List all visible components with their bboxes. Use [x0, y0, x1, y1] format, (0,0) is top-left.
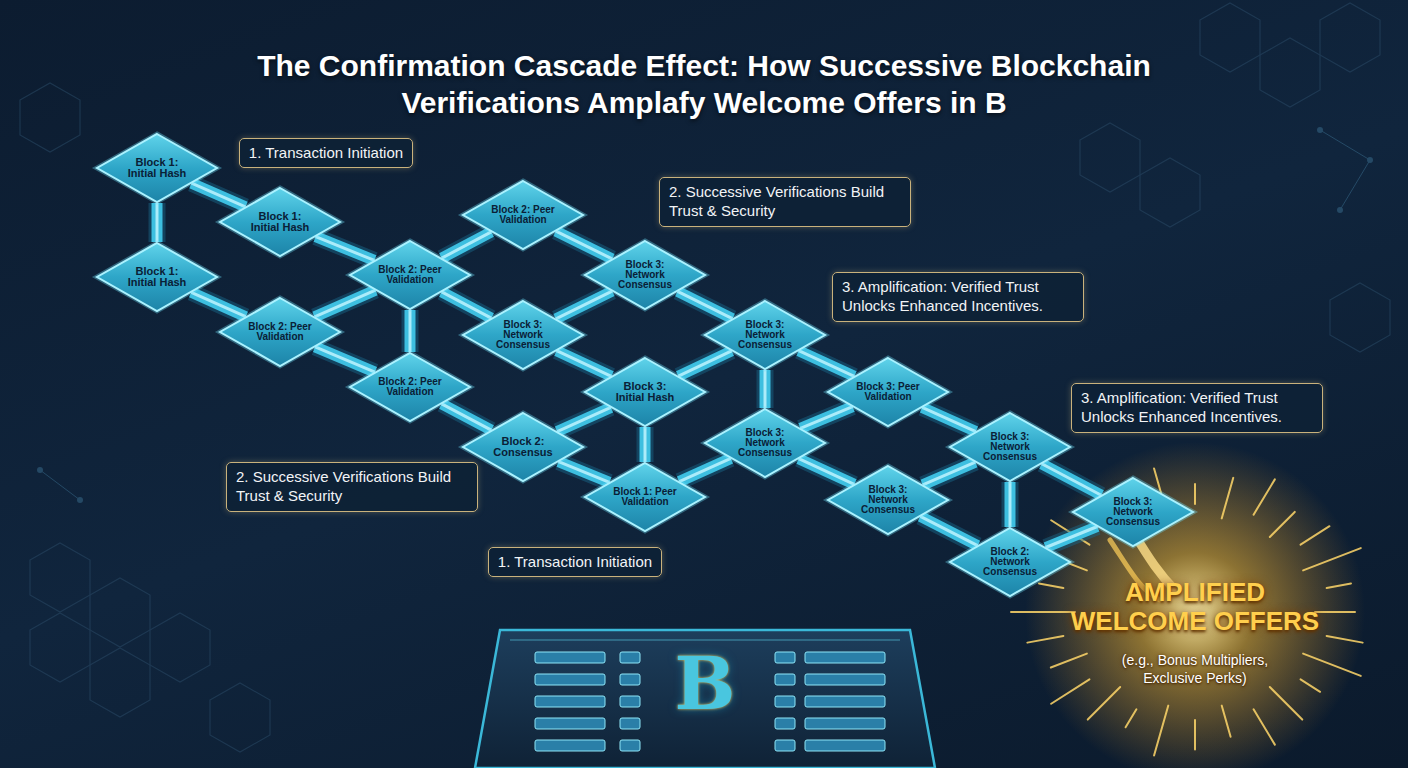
chain-tube	[679, 458, 731, 481]
chain-tube	[442, 404, 492, 430]
block-label: Block 2: Peer Validation	[490, 205, 556, 225]
chain-tube	[191, 292, 245, 316]
block-label: Block 3: Network Consensus	[732, 320, 798, 350]
chain-tube	[315, 347, 375, 372]
device-panel	[475, 630, 935, 768]
brand-letter: B	[660, 648, 750, 720]
callout-box: 1. Transaction Initiation	[488, 547, 662, 578]
diagram-title: The Confirmation Cascade Effect: How Suc…	[254, 48, 1154, 121]
block-diamond: Block 1: Peer Validation	[584, 462, 706, 532]
block-label: Block 1: Initial Hash	[247, 211, 313, 233]
block-label: Block 3: Peer Validation	[855, 382, 921, 402]
callout-box: 2. Successive Verifications Build Trust …	[659, 177, 911, 227]
callout-box: 2. Successive Verifications Build Trust …	[226, 462, 478, 512]
callout-text: 2. Successive Verifications Build Trust …	[669, 183, 901, 221]
chain-tube	[1010, 482, 1011, 527]
chain-tube	[557, 407, 611, 431]
chain-tube	[442, 232, 492, 258]
chain-tube	[765, 370, 766, 408]
block-label: Block 3: Network Consensus	[490, 320, 556, 350]
block-label: Block 2: Consensus	[490, 436, 556, 458]
callout-box: 1. Transaction Initiation	[239, 138, 413, 169]
block-diamond: Block 3: Peer Validation	[827, 357, 949, 427]
callout-text: 3. Amplification: Verified Trust Unlocks…	[1081, 389, 1313, 427]
block-label: Block 1: Initial Hash	[124, 266, 190, 288]
block-diamond: Block 2: Peer Validation	[219, 297, 341, 367]
block-label: Block 3: Network Consensus	[1100, 497, 1166, 527]
chain-tube	[556, 291, 612, 319]
chain-tube	[157, 203, 158, 242]
block-diamond: Block 1: Initial Hash	[96, 133, 218, 203]
block-label: Block 1: Peer Validation	[612, 487, 678, 507]
chain-tube	[559, 462, 610, 483]
chain-tube	[923, 462, 976, 485]
chain-tube	[799, 351, 855, 377]
block-diamond: Block 3: Network Consensus	[704, 408, 826, 478]
chain-tube	[556, 231, 612, 259]
block-diamond: Block 2: Peer Validation	[349, 240, 471, 310]
block-label: Block 3: Network Consensus	[732, 428, 798, 458]
chain-tube	[1046, 527, 1098, 548]
chain-tube	[410, 310, 411, 352]
block-label: Block 3: Network Consensus	[977, 432, 1043, 462]
chain-tube	[920, 516, 977, 545]
block-diamond: Block 3: Network Consensus	[584, 240, 706, 310]
callout-text: 1. Transaction Initiation	[498, 553, 652, 572]
chain-tube	[799, 459, 855, 485]
chain-tube	[1042, 464, 1101, 495]
block-diamond: Block 2: Consensus	[462, 412, 584, 482]
callout-box: 3. Amplification: Verified Trust Unlocks…	[1071, 383, 1323, 433]
block-label: Block 2: Peer Validation	[377, 265, 443, 285]
block-diamond: Block 3: Network Consensus	[1072, 477, 1194, 547]
block-label: Block 3: Network Consensus	[855, 485, 921, 515]
block-diamond: Block 1: Initial Hash	[96, 242, 218, 312]
block-diamond: Block 3: Network Consensus	[827, 465, 949, 535]
chain-tube	[645, 427, 646, 462]
offer-examples: (e.g., Bonus Multipliers, Exclusive Perk…	[1110, 652, 1280, 687]
block-diamond: Block 3: Network Consensus	[704, 300, 826, 370]
block-label: Block 1: Initial Hash	[124, 157, 190, 179]
chain-tube	[800, 407, 852, 429]
chain-tube	[922, 407, 976, 431]
block-diamond: Block 2: Peer Validation	[462, 180, 584, 250]
chain-tube	[678, 351, 731, 376]
chain-tube	[315, 290, 376, 317]
chain-tube	[192, 183, 246, 207]
offer-glow	[1025, 442, 1365, 768]
block-label: Block 3: Initial Hash	[612, 381, 678, 403]
block-label: Block 2: Network Consensus	[977, 547, 1043, 577]
chain-tube	[316, 237, 375, 261]
chain-tube	[557, 351, 612, 377]
block-diamond: Block 2: Network Consensus	[949, 527, 1071, 597]
chain-tube	[442, 292, 492, 318]
chain-tube	[678, 291, 733, 318]
sunburst-rays	[1011, 468, 1363, 755]
block-diamond: Block 2: Peer Validation	[349, 352, 471, 422]
block-diamond: Block 3: Initial Hash	[584, 357, 706, 427]
block-label: Block 3: Network Consensus	[612, 260, 678, 290]
callout-box: 3. Amplification: Verified Trust Unlocks…	[832, 272, 1084, 322]
block-label: Block 2: Peer Validation	[377, 377, 443, 397]
block-diamond: Block 3: Network Consensus	[949, 412, 1071, 482]
block-diamond: Block 3: Network Consensus	[462, 300, 584, 370]
block-label: Block 2: Peer Validation	[247, 322, 313, 342]
offer-heading: AMPLIFIED WELCOME OFFERS	[1065, 578, 1325, 636]
callout-text: 1. Transaction Initiation	[249, 144, 403, 163]
callout-text: 3. Amplification: Verified Trust Unlocks…	[842, 278, 1074, 316]
callout-text: 2. Successive Verifications Build Trust …	[236, 468, 468, 506]
block-diamond: Block 1: Initial Hash	[219, 187, 341, 257]
